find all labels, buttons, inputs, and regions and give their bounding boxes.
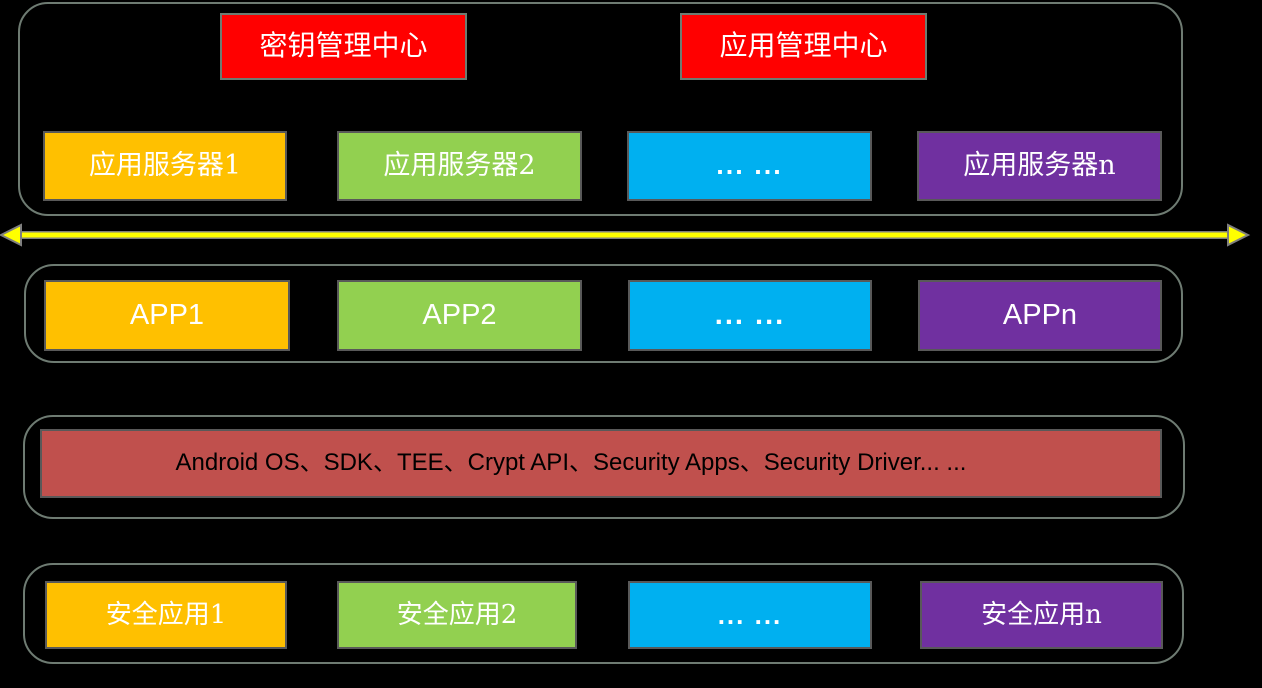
secure-app-n-box: 安全应用n	[920, 581, 1163, 649]
arrow-left-head-icon	[0, 223, 22, 247]
secure-app-2-label: 安全应用2	[396, 599, 518, 630]
app2-label: APP2	[422, 298, 497, 331]
android-os-platform-box: Android OS、SDK、TEE、Crypt API、Security Ap…	[40, 429, 1162, 498]
appn-box: APPn	[918, 280, 1162, 351]
secure-app-n-label: 安全应用n	[981, 599, 1102, 630]
key-management-center-label: 密钥管理中心	[259, 29, 428, 63]
appn-label: APPn	[1002, 298, 1078, 331]
key-management-center-box: 密钥管理中心	[220, 13, 467, 80]
secure-app-1-box: 安全应用1	[45, 581, 287, 649]
secure-app-ellipsis-box: ... ...	[628, 581, 872, 649]
app-server-1-label: 应用服务器1	[88, 150, 242, 182]
app-server-2-box: 应用服务器2	[337, 131, 582, 201]
app2-box: APP2	[337, 280, 582, 351]
app-server-ellipsis-box: ... ...	[627, 131, 872, 201]
app-management-center-box: 应用管理中心	[680, 13, 927, 80]
secure-app-ellipsis-label: ... ...	[717, 599, 783, 630]
secure-app-tier-container: 安全应用1 安全应用2 ... ... 安全应用n	[23, 563, 1184, 664]
app-server-1-box: 应用服务器1	[43, 131, 287, 201]
secure-app-1-label: 安全应用1	[105, 599, 227, 630]
app-server-n-box: 应用服务器n	[917, 131, 1162, 201]
app-tier-container: APP1 APP2 ... ... APPn	[24, 264, 1183, 363]
app1-label: APP1	[129, 298, 205, 331]
app-server-n-label: 应用服务器n	[963, 150, 1116, 182]
android-os-platform-label: Android OS、SDK、TEE、Crypt API、Security Ap…	[175, 449, 967, 477]
app-ellipsis-label: ... ...	[714, 298, 786, 331]
app-ellipsis-box: ... ...	[628, 280, 872, 351]
app1-box: APP1	[44, 280, 290, 351]
arrow-right-head-icon	[1227, 223, 1251, 247]
server-tier-container: 密钥管理中心 应用管理中心 应用服务器1 应用服务器2 ... ... 应用服务…	[18, 2, 1183, 216]
bidirectional-arrow	[0, 223, 1251, 247]
os-tier-container: Android OS、SDK、TEE、Crypt API、Security Ap…	[23, 415, 1185, 519]
app-server-ellipsis-label: ... ...	[716, 150, 783, 181]
app-management-center-label: 应用管理中心	[719, 29, 888, 63]
secure-app-2-box: 安全应用2	[337, 581, 577, 649]
app-server-2-label: 应用服务器2	[383, 150, 536, 182]
